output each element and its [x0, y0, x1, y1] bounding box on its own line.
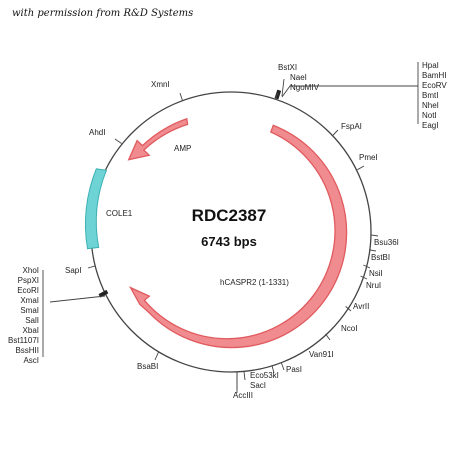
- mcs-left-item: EcoRI: [17, 286, 39, 295]
- mcs-right-item: EagI: [422, 121, 438, 130]
- site-label-bstxi: BstXI: [278, 63, 297, 72]
- site-label-sapi: SapI: [65, 266, 81, 275]
- permission-caption: with permission from R&D Systems: [12, 8, 194, 19]
- mcs-left-item: BssHII: [15, 346, 39, 355]
- mcs-right-item: BamHI: [422, 71, 446, 80]
- mcs-left-item: XhoI: [23, 266, 39, 275]
- site-label-bstbi: BstBI: [371, 253, 390, 262]
- hcaspr2-orf-arrow: [128, 124, 348, 349]
- mcs-left-item: XmaI: [20, 296, 39, 305]
- mcs-right-item: NheI: [422, 101, 439, 110]
- site-label-van91i: Van91I: [309, 350, 334, 359]
- mcs-right-item: HpaI: [422, 61, 439, 70]
- site-label-nsil: NsiI: [369, 269, 383, 278]
- mcs-left-item: XbaI: [23, 326, 39, 335]
- mcs-left-item: Bst1107I: [8, 336, 39, 345]
- mcs-marker-left: [98, 289, 109, 298]
- site-label-acciii: AccIII: [233, 391, 253, 400]
- mcs-left-item: SalI: [25, 316, 39, 325]
- mcs-right-item: EcoRV: [422, 81, 447, 90]
- site-label-fspai: FspAI: [341, 122, 362, 131]
- plasmid-size: 6743 bps: [201, 234, 257, 249]
- mcs-right-item: NotI: [422, 111, 437, 120]
- cole1-origin: [85, 168, 108, 250]
- site-label-ahdi: AhdI: [89, 128, 105, 137]
- site-label-avrii: AvrII: [353, 302, 369, 311]
- site-label-pmel: PmeI: [359, 153, 378, 162]
- site-label-nael: NaeI: [290, 73, 307, 82]
- mcs-right-item: BmtI: [422, 91, 438, 100]
- plasmid-backbone: [90, 91, 372, 373]
- site-label-eco53ki: Eco53kI: [250, 371, 279, 380]
- site-label-pasi: PasI: [286, 365, 302, 374]
- site-label-nrul: NruI: [366, 281, 381, 290]
- mcs-left-item: PspXI: [18, 276, 39, 285]
- plasmid-name: RDC2387: [192, 206, 267, 225]
- amp-arrow: [127, 117, 189, 161]
- mcs-list-right: HpaI BamHI EcoRV BmtI NheI NotI EagI: [422, 61, 447, 130]
- hcaspr2-label: hCASPR2 (1-1331): [220, 278, 289, 287]
- mcs-left-item: SmaI: [20, 306, 39, 315]
- site-label-saci: SacI: [250, 381, 266, 390]
- site-label-xmni: XmnI: [151, 80, 170, 89]
- mcs-list-left: XhoI PspXI EcoRI XmaI SmaI SalI XbaI Bst…: [8, 266, 39, 365]
- site-label-bsu36i: Bsu36I: [374, 238, 399, 247]
- site-label-bsabi: BsaBI: [137, 362, 158, 371]
- leader-lines: [42, 62, 419, 393]
- cole1-label: COLE1: [106, 209, 133, 218]
- amp-label: AMP: [174, 144, 191, 153]
- site-label-ngomiv: NgoMIV: [290, 83, 320, 92]
- mcs-left-item: AscI: [23, 356, 39, 365]
- site-label-ncoi: NcoI: [341, 324, 357, 333]
